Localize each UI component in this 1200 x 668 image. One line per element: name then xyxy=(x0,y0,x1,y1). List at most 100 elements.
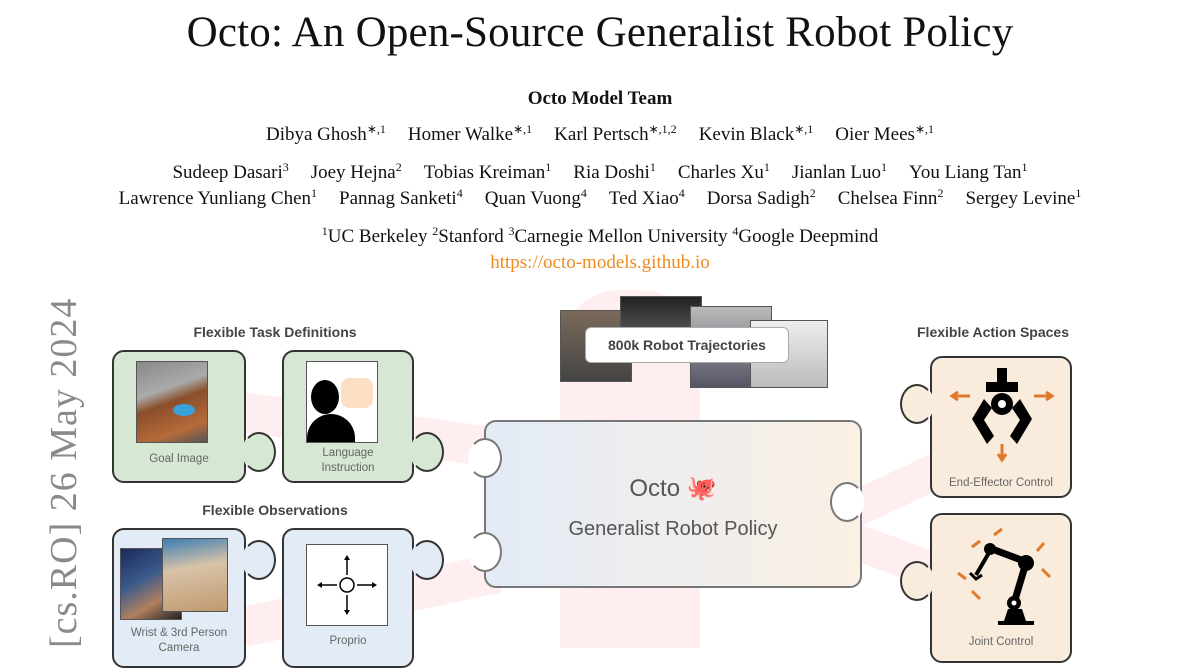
author-affiliation-mark: 2 xyxy=(937,186,944,200)
author-affiliation-mark: ∗,1 xyxy=(366,122,386,136)
language-card: Language Instruction xyxy=(282,350,444,483)
model-name: Octo xyxy=(629,475,681,502)
author: Jianlan Luo1 xyxy=(791,160,888,183)
author: Quan Vuong4 xyxy=(484,186,587,209)
author-affiliation-mark: 4 xyxy=(678,186,685,200)
author-name: Oier Mees xyxy=(835,124,915,145)
observations-header: Flexible Observations xyxy=(202,502,348,518)
affiliation-name: Stanford xyxy=(438,226,504,247)
author: Karl Pertsch∗,1,2 xyxy=(554,122,677,145)
proprio-label: Proprio xyxy=(329,635,367,647)
goal-image-photo xyxy=(136,361,208,443)
author: Dibya Ghosh∗,1 xyxy=(266,122,386,145)
team-name: Octo Model Team xyxy=(527,88,673,109)
author-name: You Liang Tan xyxy=(909,162,1022,183)
author-name: Tobias Kreiman xyxy=(423,162,546,183)
author: Ted Xiao4 xyxy=(608,186,685,209)
affiliation-name: Carnegie Mellon University xyxy=(514,226,728,247)
author-name: Dorsa Sadigh xyxy=(706,188,810,209)
camera-card: Wrist & 3rd Person Camera xyxy=(112,528,276,668)
task-header: Flexible Task Definitions xyxy=(193,324,357,340)
author-name: Chelsea Finn xyxy=(837,188,938,209)
author-name: Karl Pertsch xyxy=(554,124,649,145)
proprio-card: Proprio xyxy=(282,528,444,668)
author-name: Homer Walke xyxy=(407,124,514,145)
author-affiliation-mark: 1 xyxy=(545,160,552,174)
puzzle-knob xyxy=(410,432,444,472)
trajectories-label: 800k Robot Trajectories xyxy=(585,327,789,363)
author-name: Joey Hejna xyxy=(310,162,396,183)
author: Joey Hejna2 xyxy=(310,161,402,183)
affiliation-mark: 1 xyxy=(321,224,328,238)
author-affiliation-mark: 1 xyxy=(763,160,770,174)
author-affiliation-mark: 1 xyxy=(649,160,656,174)
author-affiliation-mark: 3 xyxy=(282,160,289,174)
author-name: Ted Xiao xyxy=(608,188,679,209)
author-name: Lawrence Yunliang Chen xyxy=(118,188,312,209)
project-link[interactable]: https://octo-models.github.io xyxy=(490,252,710,273)
octopus-icon: 🐙 xyxy=(686,475,717,502)
author-affiliation-mark: 1 xyxy=(1075,186,1082,200)
affiliation-name: Google Deepmind xyxy=(738,226,879,247)
octo-policy-card: Octo 🐙 Generalist Robot Policy xyxy=(468,420,864,588)
goal-image-label: Goal Image xyxy=(149,453,209,465)
author: Tobias Kreiman1 xyxy=(423,160,552,183)
joint-control-card: Joint Control xyxy=(900,513,1072,663)
author-affiliation-mark: 1 xyxy=(881,160,888,174)
affiliation-name: UC Berkeley xyxy=(327,226,428,247)
puzzle-socket xyxy=(830,482,864,522)
language-label-line1: Language xyxy=(322,447,374,459)
author: Lawrence Yunliang Chen1 xyxy=(118,186,318,209)
author: Sudeep Dasari3 xyxy=(172,160,289,183)
author: Pannag Sanketi4 xyxy=(339,186,463,209)
author-affiliation-mark: ∗,1 xyxy=(513,122,533,136)
author-name: Ria Doshi xyxy=(573,162,650,183)
joint-control-label: Joint Control xyxy=(968,636,1034,648)
puzzle-knob xyxy=(410,540,444,580)
author: Kevin Black∗,1 xyxy=(698,123,814,145)
gripper-icon xyxy=(949,368,1055,463)
paper-title: Octo: An Open-Source Generalist Robot Po… xyxy=(186,9,1014,56)
author-name: Charles Xu xyxy=(677,162,764,183)
author-name: Pannag Sanketi xyxy=(339,188,457,209)
author-affiliation-mark: 2 xyxy=(809,186,816,200)
author-name: Sudeep Dasari xyxy=(172,162,283,183)
arxiv-stamp: [cs.RO] 26 May 2024 xyxy=(43,297,85,648)
author-affiliation-mark: 4 xyxy=(456,186,463,200)
author: Sergey Levine1 xyxy=(965,186,1082,209)
author-affiliation-mark: 4 xyxy=(580,186,587,200)
author-name: Quan Vuong xyxy=(484,188,581,209)
author-name: Jianlan Luo xyxy=(791,162,882,183)
author: Charles Xu1 xyxy=(677,160,770,183)
robot-arm-icon xyxy=(957,527,1052,625)
puzzle-knob xyxy=(242,540,276,580)
author-affiliation-mark: ∗,1,2 xyxy=(648,122,677,136)
author-affiliation-mark: 1 xyxy=(311,186,318,200)
camera-label-line1: Wrist & 3rd Person xyxy=(130,627,228,639)
affiliation-mark: 2 xyxy=(432,224,439,238)
author: Chelsea Finn2 xyxy=(837,186,944,209)
model-subtitle: Generalist Robot Policy xyxy=(568,518,778,540)
proprio-arrows-icon xyxy=(306,544,388,626)
puzzle-socket xyxy=(468,532,502,572)
author-affiliation-mark: 1 xyxy=(1021,160,1028,174)
puzzle-knob xyxy=(242,432,276,472)
author: Dorsa Sadigh2 xyxy=(706,186,816,209)
author: Oier Mees∗,1 xyxy=(835,123,934,145)
ee-control-label: End-Effector Control xyxy=(949,477,1053,489)
third-person-camera-photo xyxy=(162,538,228,612)
puzzle-socket xyxy=(468,438,502,478)
author-name: Dibya Ghosh xyxy=(266,124,367,145)
goal-image-card: Goal Image xyxy=(112,350,276,483)
affiliations: 1UC Berkeley 2Stanford 3Carnegie Mellon … xyxy=(0,224,1200,248)
affiliation-mark: 4 xyxy=(732,224,739,238)
action-header: Flexible Action Spaces xyxy=(917,324,1069,340)
language-label-line2: Instruction xyxy=(321,462,375,474)
author: Homer Walke∗,1 xyxy=(407,122,533,145)
camera-label-line2: Camera xyxy=(158,642,200,654)
author-name: Kevin Black xyxy=(698,124,795,145)
author: Ria Doshi1 xyxy=(573,160,656,183)
